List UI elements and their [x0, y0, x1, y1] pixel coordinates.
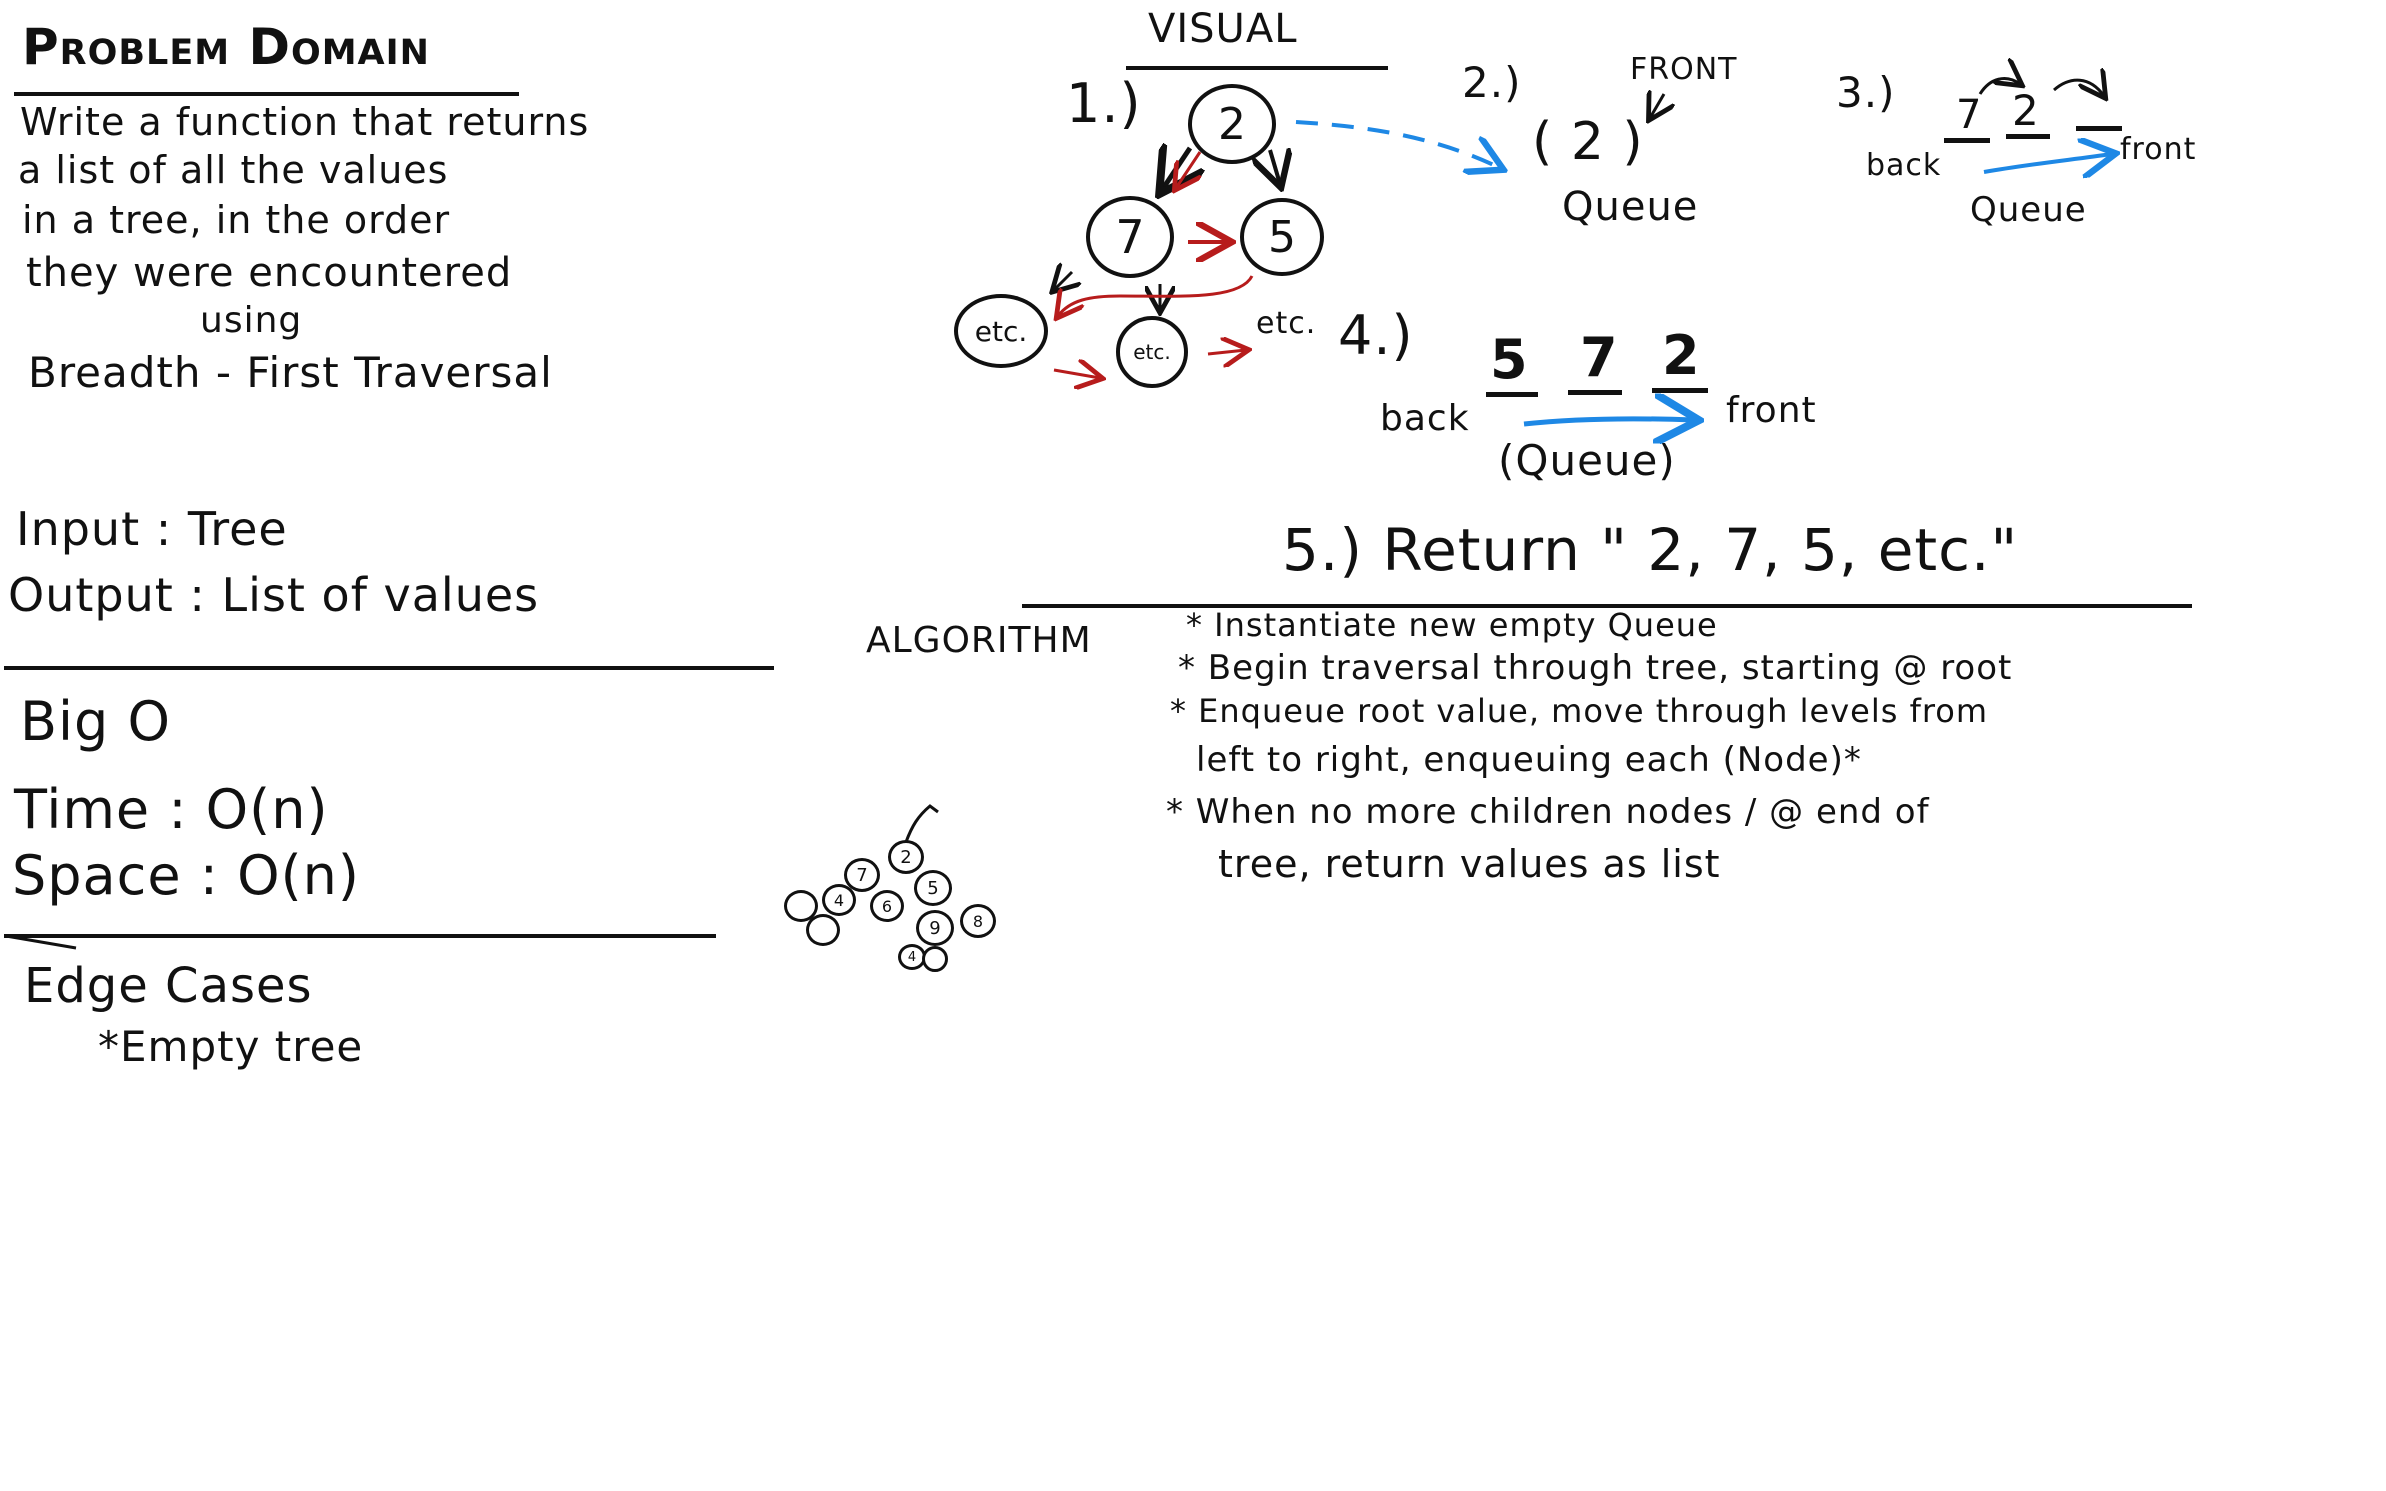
- step-4-slot-2: [1568, 390, 1622, 395]
- doodle-node-root: 2: [888, 840, 924, 874]
- tree-root-value: 2: [1218, 98, 1246, 150]
- visual-heading: VISUAL: [1148, 6, 1298, 52]
- traversal-etc-left-mid: [1053, 370, 1100, 378]
- edge-root-right: [1270, 150, 1280, 184]
- problem-line-5: using: [200, 300, 303, 341]
- problem-line-4: they were encountered: [26, 250, 513, 296]
- step-3-direction-arrow: [1983, 154, 2112, 172]
- tree-etc-left-value: etc.: [974, 314, 1028, 348]
- tree-etc-mid-node: etc.: [1116, 316, 1188, 388]
- problem-domain-heading: Problem Domain: [22, 18, 430, 76]
- step-4-slot-3: [1652, 388, 1708, 393]
- doodle-node-leaf-4-value: 4: [907, 949, 917, 965]
- traversal-right-to-next-level: [1058, 275, 1254, 316]
- step-2-queue-value: ( 2 ): [1532, 112, 1644, 172]
- enqueue-dashed-arrow: [1295, 120, 1500, 168]
- algorithm-step-5: * When no more children nodes / @ end of: [1166, 792, 1930, 832]
- edge-left-etc: [1054, 272, 1072, 290]
- time-complexity: Time : O(n): [14, 778, 329, 841]
- output-text: Output : List of values: [8, 568, 540, 622]
- space-complexity: Space : O(n): [12, 844, 360, 907]
- doodle-node-root-value: 2: [900, 846, 912, 868]
- edge-cases-heading: Edge Cases: [24, 958, 313, 1014]
- tree-etc-left-node: etc.: [954, 294, 1048, 368]
- step-4-value-3: 2: [1662, 324, 1701, 387]
- step-4-slot-1: [1486, 392, 1538, 397]
- step-4-value-1: 5: [1490, 328, 1529, 391]
- step-2-front-pointer: [1650, 94, 1664, 118]
- problem-line-1: Write a function that returns: [20, 100, 590, 144]
- visual-underline: [1126, 66, 1388, 70]
- problem-line-2: a list of all the values: [18, 148, 449, 192]
- heading-underline: [14, 92, 519, 96]
- visual-divider: [1022, 604, 2192, 608]
- step-3-label: 3.): [1836, 68, 1896, 117]
- edge-root-left: [1162, 148, 1190, 190]
- step-2-label: 2.): [1462, 58, 1522, 107]
- step-3-slot-2: [2006, 134, 2050, 139]
- tree-right-value: 5: [1268, 211, 1296, 263]
- tree-left-value: 7: [1115, 210, 1145, 264]
- algorithm-step-6: tree, return values as list: [1218, 842, 1721, 886]
- step-3-slot-1: [1944, 138, 1990, 143]
- problem-line-6: Breadth - First Traversal: [28, 348, 553, 397]
- tree-etc-right-text: etc.: [1256, 306, 1317, 341]
- step-3-value-2: 2: [2012, 86, 2040, 135]
- tree-root-node: 2: [1188, 84, 1276, 164]
- big-o-heading: Big O: [20, 690, 171, 753]
- step-3-back-label: back: [1866, 148, 1942, 183]
- step-3-queue-label: Queue: [1970, 190, 2087, 230]
- doodle-node-7: 7: [844, 858, 880, 892]
- step-3-curve-arrow-2: [2053, 80, 2104, 96]
- step-4-back-label: back: [1380, 398, 1470, 439]
- algorithm-step-3: * Enqueue root value, move through level…: [1170, 692, 1989, 730]
- algorithm-step-4: left to right, enqueuing each (Node)*: [1196, 740, 1862, 780]
- doodle-node-5: 5: [914, 870, 952, 906]
- bigo-divider: [4, 934, 716, 938]
- step-4-front-label: front: [1726, 390, 1817, 431]
- doodle-node-4-value: 4: [833, 890, 845, 910]
- traversal-etc-mid-right: [1207, 350, 1246, 354]
- step-2-queue-label: Queue: [1562, 184, 1699, 230]
- traversal-root-left: [1176, 151, 1200, 188]
- problem-line-3: in a tree, in the order: [22, 198, 451, 242]
- doodle-node-blank-2: [806, 914, 840, 946]
- doodle-node-blank-3: [922, 946, 948, 972]
- step-5-text: 5.) Return " 2, 7, 5, etc.": [1282, 516, 2019, 584]
- tree-right-node: 5: [1240, 198, 1324, 276]
- step-4-direction-arrow: [1523, 419, 1694, 424]
- input-text: Input : Tree: [16, 502, 288, 556]
- doodle-node-8: 8: [960, 904, 996, 938]
- doodle-node-7-value: 7: [856, 864, 868, 886]
- doodle-node-9: 9: [916, 910, 954, 946]
- step-4-label: 4.): [1338, 304, 1414, 367]
- edge-case-empty-tree: *Empty tree: [98, 1022, 364, 1071]
- step-3-front-label: front: [2120, 132, 2197, 167]
- step-4-value-2: 7: [1580, 326, 1619, 389]
- doodle-node-6: 6: [870, 890, 904, 922]
- step-1-label: 1.): [1066, 72, 1142, 135]
- doodle-node-5-value: 5: [927, 877, 939, 899]
- io-divider: [4, 666, 774, 670]
- step-2-front-label: FRONT: [1630, 52, 1738, 87]
- doodle-node-4: 4: [822, 884, 856, 916]
- doodle-node-6-value: 6: [881, 896, 893, 916]
- step-4-queue-label: (Queue): [1498, 436, 1676, 485]
- tree-left-node: 7: [1086, 196, 1174, 278]
- step-3-slot-3: [2076, 126, 2122, 131]
- doodle-stem: [904, 804, 939, 843]
- tree-etc-mid-value: etc.: [1133, 340, 1171, 364]
- doodle-node-8-value: 8: [972, 911, 984, 931]
- algorithm-step-1: * Instantiate new empty Queue: [1186, 606, 1718, 644]
- algorithm-step-2: * Begin traversal through tree, starting…: [1178, 648, 2013, 688]
- algorithm-heading: ALGORITHM: [866, 620, 1092, 661]
- doodle-node-9-value: 9: [929, 917, 941, 939]
- step-3-value-1: 7: [1956, 92, 1983, 138]
